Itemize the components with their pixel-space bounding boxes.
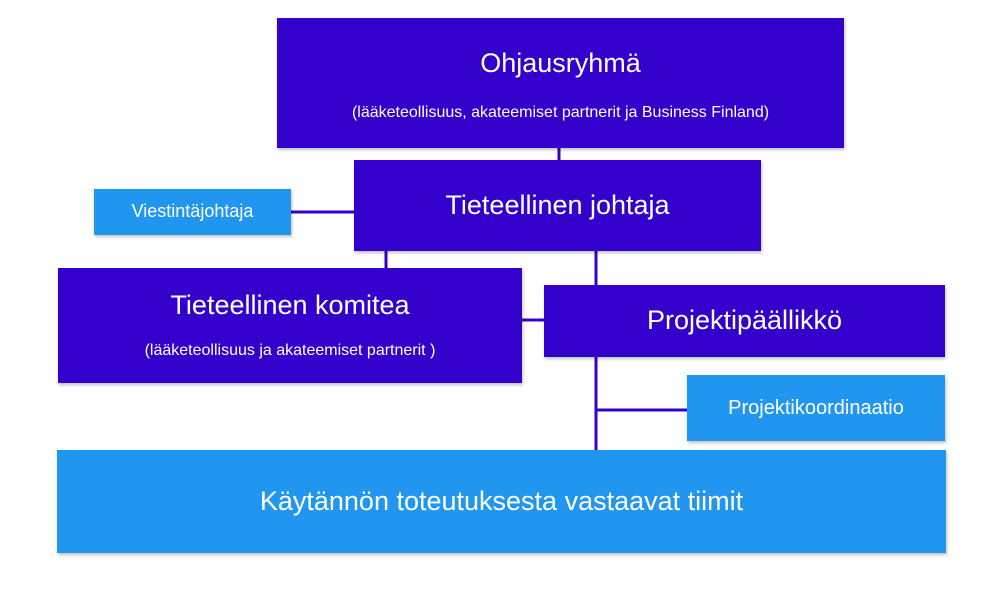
communications-director-box: Viestintäjohtaja <box>94 189 291 235</box>
project-manager-title: Projektipäällikkö <box>646 305 843 336</box>
implementation-teams-box: Käytännön toteutuksesta vastaavat tiimit <box>57 450 946 553</box>
scientific-committee-subtitle: (lääketeollisuus ja akateemiset partneri… <box>144 342 436 360</box>
communications-director-title: Viestintäjohtaja <box>131 201 254 222</box>
project-coordination-box: Projektikoordinaatio <box>687 375 945 441</box>
project-manager-box: Projektipäällikkö <box>544 285 945 357</box>
implementation-teams-title: Käytännön toteutuksesta vastaavat tiimit <box>259 485 744 516</box>
steering-group-title: Ohjausryhmä <box>480 47 641 78</box>
scientific-committee-title: Tieteellinen komitea <box>170 290 410 321</box>
scientific-director-box: Tieteellinen johtaja <box>354 160 761 251</box>
project-coordination-title: Projektikoordinaatio <box>728 397 904 419</box>
scientific-committee-box: Tieteellinen komitea (lääketeollisuus ja… <box>58 268 522 383</box>
steering-group-box: Ohjausryhmä (lääketeollisuus, akateemise… <box>277 18 844 148</box>
scientific-director-title: Tieteellinen johtaja <box>445 189 670 220</box>
steering-group-subtitle: (lääketeollisuus, akateemiset partnerit … <box>351 103 770 121</box>
